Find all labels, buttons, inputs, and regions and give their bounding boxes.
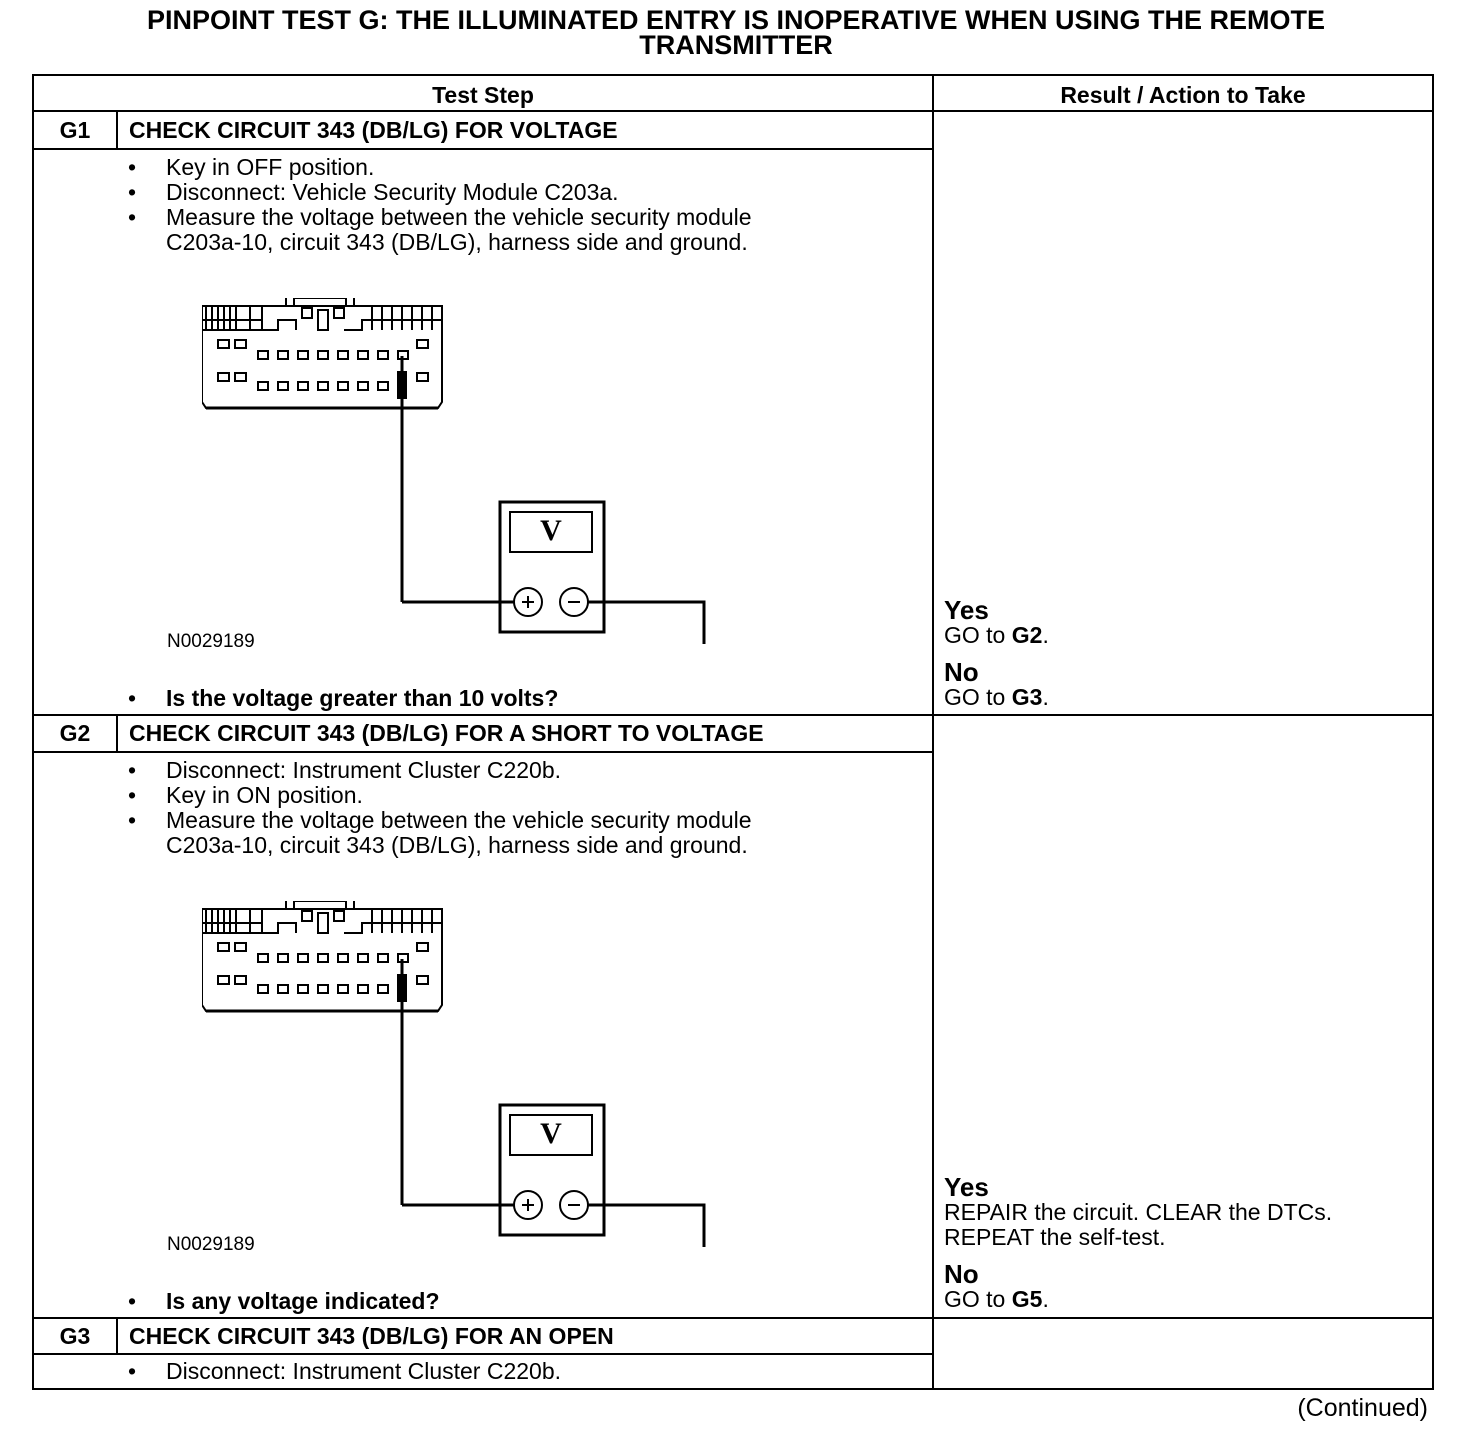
result-yes-text-g2: REPAIR the circuit. CLEAR the DTCs. REPE… bbox=[944, 1200, 1332, 1250]
title-line-2: TRANSMITTER bbox=[639, 30, 833, 60]
figure-id-g2: N0029189 bbox=[167, 1234, 255, 1255]
step-instructions-g3: Disconnect: Instrument Cluster C220b. bbox=[128, 1359, 561, 1385]
result-yes-label-g1: Yes bbox=[944, 595, 989, 625]
result-yes-label-g2: Yes bbox=[944, 1172, 989, 1202]
step-title-g3: CHECK CIRCUIT 343 (DB/LG) FOR AN OPEN bbox=[129, 1323, 614, 1349]
meter-label: V bbox=[540, 1117, 562, 1150]
step-link-g5[interactable]: G5 bbox=[1011, 1286, 1043, 1312]
instruction-continuation: C203a-10, circuit 343 (DB/LG), harness s… bbox=[166, 832, 748, 858]
step-link-g2[interactable]: G2 bbox=[1011, 622, 1043, 648]
result-text: GO to bbox=[944, 622, 1012, 648]
result-text: REPAIR the circuit. CLEAR the DTCs. bbox=[944, 1199, 1333, 1225]
instruction-item: C203a-10, circuit 343 (DB/LG), harness s… bbox=[128, 833, 752, 858]
pinpoint-test-table: Test Step Result / Action to Take G1 CHE… bbox=[32, 74, 1434, 1390]
continued-note: (Continued) bbox=[1297, 1394, 1428, 1422]
step-title-divider bbox=[34, 751, 932, 753]
question-g2: Is any voltage indicated? bbox=[128, 1288, 440, 1315]
step-instructions-g2: Disconnect: Instrument Cluster C220b. Ke… bbox=[128, 758, 752, 858]
step-id-divider bbox=[116, 1319, 118, 1353]
step-id-g1: G1 bbox=[59, 117, 91, 143]
header-result: Result / Action to Take bbox=[1060, 82, 1306, 108]
meter-label: V bbox=[540, 514, 562, 547]
question-g1: Is the voltage greater than 10 volts? bbox=[128, 685, 558, 712]
step-id-divider bbox=[116, 716, 118, 751]
header-divider bbox=[34, 110, 1432, 112]
step-title-g2: CHECK CIRCUIT 343 (DB/LG) FOR A SHORT TO… bbox=[129, 720, 764, 746]
instruction-item: Disconnect: Instrument Cluster C220b. bbox=[128, 1359, 561, 1385]
voltmeter-connector-diagram: V bbox=[202, 901, 706, 1247]
step-link-g3[interactable]: G3 bbox=[1011, 684, 1043, 710]
step-id-g2: G2 bbox=[59, 720, 91, 746]
step-instructions-g1: Key in OFF position. Disconnect: Vehicle… bbox=[128, 155, 752, 255]
result-text: GO to bbox=[944, 1286, 1012, 1312]
step-id-divider bbox=[116, 112, 118, 148]
result-no-label-g1: No bbox=[944, 657, 979, 687]
instruction-item: Key in ON position. bbox=[128, 783, 752, 809]
title-line-1: PINPOINT TEST G: THE ILLUMINATED ENTRY I… bbox=[146, 5, 1326, 35]
step-title-divider bbox=[34, 148, 932, 150]
column-divider bbox=[932, 76, 934, 1388]
step-title-divider bbox=[34, 1353, 932, 1355]
result-text: GO to bbox=[944, 684, 1012, 710]
instruction-continuation: C203a-10, circuit 343 (DB/LG), harness s… bbox=[166, 229, 748, 255]
figure-id-g1: N0029189 bbox=[167, 631, 255, 652]
instruction-item: Disconnect: Vehicle Security Module C203… bbox=[128, 180, 752, 206]
step-id-g3: G3 bbox=[59, 1323, 91, 1349]
instruction-item: Measure the voltage between the vehicle … bbox=[128, 205, 752, 231]
result-no-label-g2: No bbox=[944, 1259, 979, 1289]
header-test-step: Test Step bbox=[432, 82, 534, 108]
result-no-text-g1: GO to G3. bbox=[944, 685, 1049, 710]
step-title-g1: CHECK CIRCUIT 343 (DB/LG) FOR VOLTAGE bbox=[129, 117, 618, 143]
instruction-item: Disconnect: Instrument Cluster C220b. bbox=[128, 758, 752, 784]
result-yes-text-g1: GO to G2. bbox=[944, 623, 1049, 648]
result-no-text-g2: GO to G5. bbox=[944, 1287, 1049, 1312]
instruction-item: C203a-10, circuit 343 (DB/LG), harness s… bbox=[128, 230, 752, 255]
page-title: PINPOINT TEST G: THE ILLUMINATED ENTRY I… bbox=[0, 5, 1472, 60]
result-text: . bbox=[1042, 1286, 1049, 1312]
instruction-item: Key in OFF position. bbox=[128, 155, 752, 181]
result-text: . bbox=[1042, 684, 1049, 710]
instruction-item: Measure the voltage between the vehicle … bbox=[128, 808, 752, 834]
voltmeter-connector-diagram: V bbox=[202, 298, 706, 644]
row-divider bbox=[34, 714, 1432, 716]
row-divider bbox=[34, 1317, 1432, 1319]
result-text: REPEAT the self-test. bbox=[944, 1224, 1166, 1250]
result-text: . bbox=[1042, 622, 1049, 648]
